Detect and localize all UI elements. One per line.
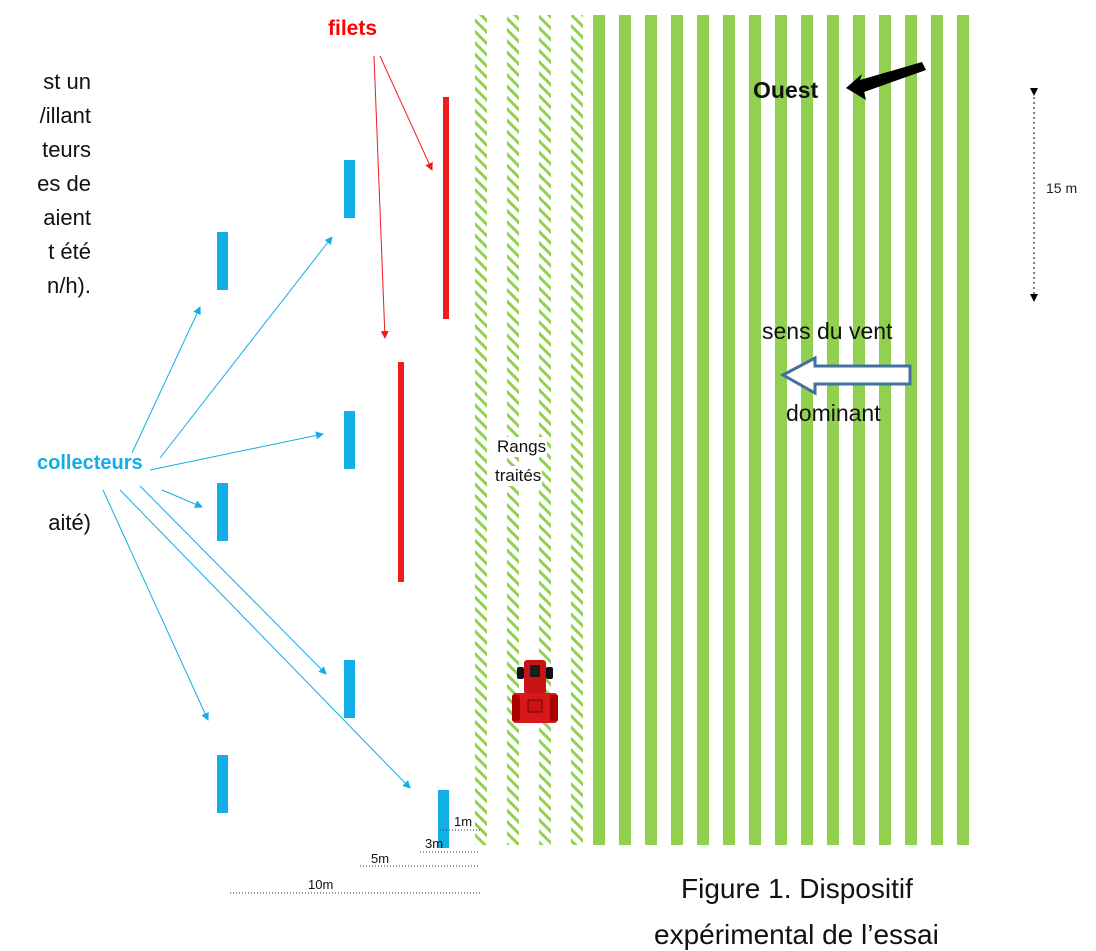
wind-label-line2: dominant [786, 400, 881, 426]
crop-row [697, 15, 709, 845]
side-text-line: aité) [48, 510, 91, 535]
distance-label-5m: 5m [371, 851, 390, 866]
collectors [217, 160, 449, 848]
distance-label-1m: 1m [454, 814, 473, 829]
collector-pointer-arrow [161, 489, 203, 508]
net-bar [443, 97, 449, 319]
net-pointer-arrow [379, 55, 433, 171]
west-arrow-icon [846, 62, 926, 100]
net-pointer-arrows [373, 55, 433, 339]
collector-bar [344, 411, 355, 469]
crop-row [593, 15, 605, 845]
crop-rows [593, 15, 969, 845]
side-text-line: aient [43, 205, 91, 230]
collector-pointer-arrows [102, 236, 411, 789]
collector-bar [217, 755, 228, 813]
figure-caption-line1: Figure 1. Dispositif [681, 873, 913, 904]
side-text-line: teurs [42, 137, 91, 162]
crop-row [645, 15, 657, 845]
tractor-icon [512, 660, 558, 723]
crop-row [801, 15, 813, 845]
side-text-line: es de [37, 171, 91, 196]
collector-pointer-arrow [149, 431, 324, 471]
distance-lines [230, 829, 480, 894]
distance-label-10m: 10m [308, 877, 334, 892]
crop-row [827, 15, 839, 845]
treated-row [539, 15, 551, 845]
crop-row [905, 15, 917, 845]
crop-row [619, 15, 631, 845]
crop-row [723, 15, 735, 845]
rangs-label-line2: traités [494, 466, 543, 486]
net-bar [398, 362, 404, 582]
treated-row [507, 15, 519, 845]
rangs-label-line1: Rangs [496, 437, 548, 457]
collector-pointer-arrow [102, 489, 209, 721]
crop-row [775, 15, 787, 845]
collector-pointer-arrow [139, 485, 327, 675]
distance-label-3m: 3m [425, 836, 444, 851]
filets-label: filets [328, 17, 378, 40]
collecteurs-label: collecteurs [37, 452, 143, 474]
collector-bar [217, 232, 228, 290]
crop-row [671, 15, 683, 845]
side-text-line: st un [43, 69, 91, 94]
treated-row [571, 15, 583, 845]
side-text-line: t été [48, 239, 91, 264]
net-pointer-arrow [373, 55, 389, 339]
crop-row [931, 15, 943, 845]
treated-row [475, 15, 487, 845]
side-text-line: n/h). [46, 273, 91, 298]
wind-label-line1: sens du vent [762, 318, 893, 344]
crop-row [957, 15, 969, 845]
collector-pointer-arrow [159, 236, 333, 459]
collector-pointer-arrow [131, 306, 201, 454]
side-text-line: /illant [39, 103, 91, 128]
wind-direction-arrow-icon [779, 355, 912, 396]
crop-row [853, 15, 865, 845]
collector-pointer-arrow [119, 489, 411, 789]
collector-bar [344, 660, 355, 718]
collector-bar [217, 483, 228, 541]
crop-row [879, 15, 891, 845]
figure-caption-line2: expérimental de l’essai [654, 919, 939, 950]
nets [398, 97, 449, 582]
crop-row [749, 15, 761, 845]
scale-15m-label: 15 m [1046, 180, 1078, 196]
collector-bar [438, 790, 449, 848]
collector-bar [344, 160, 355, 218]
ouest-label: Ouest [753, 77, 819, 103]
treated-rows [475, 15, 583, 845]
